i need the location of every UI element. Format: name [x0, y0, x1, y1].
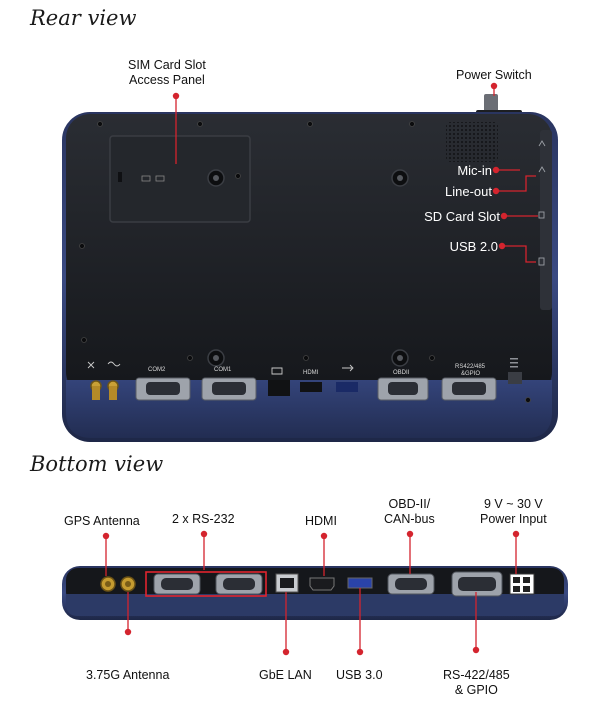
obd-can-label: OBD-II/ CAN-bus [384, 497, 435, 527]
com2-print: COM2 [148, 367, 166, 373]
obd-label-line1: OBD-II/ [388, 497, 431, 511]
usb3-label: USB 3.0 [336, 668, 383, 682]
rear-ports [90, 372, 522, 401]
sim-card-slot-label: SIM Card Slot Access Panel [128, 58, 206, 88]
sim-card-access-panel [109, 135, 251, 223]
gps-antenna-label: GPS Antenna [64, 514, 140, 528]
usb2-label: USB 2.0 [449, 239, 498, 254]
mic-in-label: Mic-in [457, 163, 492, 178]
obd-print: OBDII [393, 370, 410, 376]
com1-print: COM1 [214, 367, 232, 373]
sd-card-slot-label: SD Card Slot [424, 209, 500, 224]
hdmi-label: HDMI [305, 514, 337, 528]
line-out-label: Line-out [445, 184, 492, 199]
obd-label-line2: CAN-bus [384, 512, 435, 526]
rs422-gpio-label: RS-422/485 & GPIO [443, 668, 510, 698]
speaker-grille [446, 122, 498, 162]
sim-label-line2: Access Panel [129, 73, 205, 87]
power-label-line1: 9 V ~ 30 V [483, 497, 543, 511]
power-label-line2: Power Input [480, 512, 547, 526]
bottom-antennas [100, 576, 136, 592]
rs422-label-line2: & GPIO [454, 683, 498, 697]
rs422-print-line1: RS422/485 [455, 364, 486, 370]
bottom-view-heading: Bottom view [30, 452, 164, 476]
rs422-print-line2: &GPIO [461, 371, 481, 377]
power-input-label: 9 V ~ 30 V Power Input [480, 497, 547, 527]
hdmi-print: HDMI [303, 370, 319, 376]
sim-label-line1: SIM Card Slot [128, 58, 206, 72]
rs232-label: 2 x RS-232 [172, 512, 235, 526]
rear-view-heading: Rear view [30, 6, 137, 30]
rs232-highlight-box [145, 571, 267, 597]
rs422-label-line1: RS-422/485 [443, 668, 510, 682]
power-switch-label: Power Switch [456, 68, 532, 82]
gbe-lan-label: GbE LAN [259, 668, 312, 682]
antenna-375g-label: 3.75G Antenna [86, 668, 170, 682]
